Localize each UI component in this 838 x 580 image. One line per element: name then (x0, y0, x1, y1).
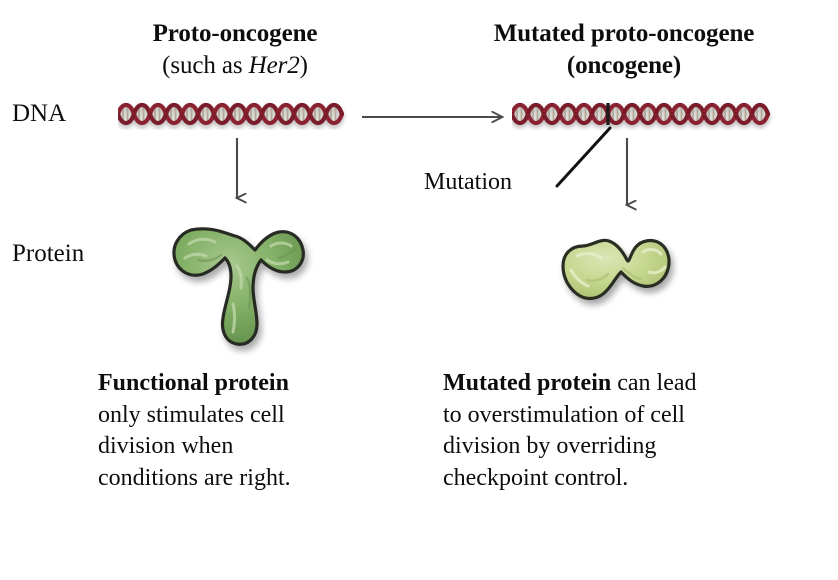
protein-mutated (553, 224, 693, 316)
caption-mutated-line1-rest: can lead (611, 370, 697, 396)
caption-functional-line4: conditions are right. (98, 464, 291, 491)
row-label-dna: DNA (12, 100, 67, 127)
heading-mutated-line1: Mutated proto-oncogene (493, 20, 755, 47)
dna-strand-proto-oncogene (118, 98, 350, 130)
caption-mutated-line3: division by overriding (443, 433, 657, 459)
heading-proto-oncogene-line1: Proto-oncogene (152, 20, 318, 47)
heading-proto-oncogene: Proto-oncogene (such as Her2) (90, 18, 380, 82)
caption-mutated-lead: Mutated protein (443, 370, 612, 396)
heading-mutated-proto-oncogene: Mutated proto-oncogene (oncogene) (428, 18, 820, 82)
caption-mutated-line4: checkpoint control. (443, 464, 629, 491)
protein-functional (163, 208, 315, 356)
caption-functional-line2: only stimulates cell (98, 401, 285, 428)
caption-functional-line3: division when (98, 433, 234, 459)
caption-mutated-line1: Mutated protein can lead (443, 370, 697, 396)
row-label-protein: Protein (12, 240, 85, 267)
mutation-leader-line (555, 126, 612, 188)
mutation-annotation-label: Mutation (424, 169, 512, 195)
caption-mutated-line2: to overstimulation of cell (443, 401, 685, 428)
caption-functional-lead: Functional protein (98, 370, 289, 396)
heading-proto-oncogene-line2: (such as Her2) (162, 52, 308, 79)
heading-mutated-line2: (oncogene) (566, 52, 682, 79)
dna-strand-oncogene (512, 98, 776, 130)
caption-functional-protein: Functional protein only stimulates cell … (98, 368, 398, 494)
caption-mutated-protein: Mutated protein can lead to overstimulat… (443, 368, 783, 494)
gene-name-her2: Her2 (248, 52, 300, 79)
